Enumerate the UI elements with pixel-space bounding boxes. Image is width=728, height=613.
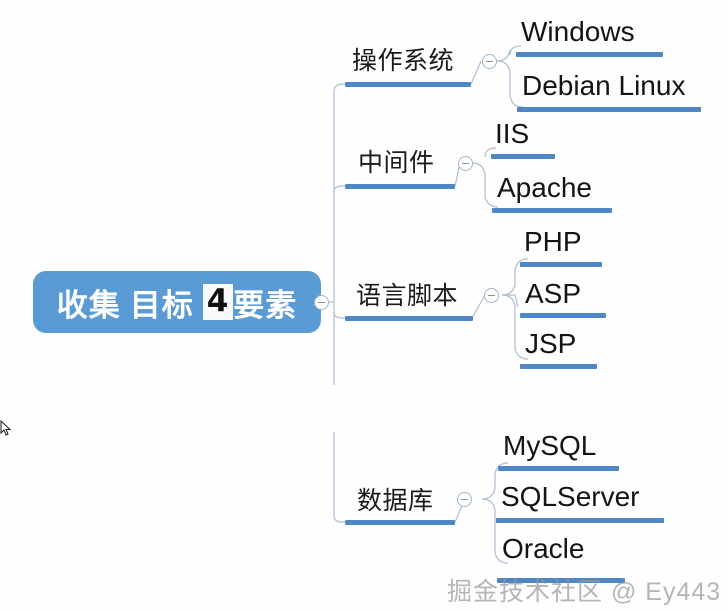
branch-collapse-toggle-middleware-icon[interactable] — [458, 156, 473, 171]
root-highlight-number: 4 — [202, 284, 234, 320]
branch-underline-language-script — [345, 316, 473, 321]
branch-underline-database — [345, 520, 455, 525]
leaf-underline-windows — [516, 52, 663, 57]
leaf-underline-php — [520, 262, 602, 267]
leaf-label-iis[interactable]: IIS — [495, 118, 530, 149]
leaf-underline-asp — [520, 313, 606, 318]
leaf-label-sqlserver[interactable]: SQLServer — [501, 481, 640, 512]
branch-label-database[interactable]: 数据库 — [357, 486, 434, 515]
branch-collapse-toggle-operating-system-icon[interactable] — [482, 54, 497, 69]
leaf-label-debian-linux[interactable]: Debian Linux — [522, 70, 686, 101]
leaf-underline-apache — [492, 208, 612, 213]
leaf-underline-jsp — [520, 364, 597, 369]
leaf-label-apache[interactable]: Apache — [497, 172, 592, 203]
leaf-label-mysql[interactable]: MySQL — [503, 430, 597, 461]
root-segment-1: 收集 — [56, 287, 121, 324]
root-node[interactable]: 收集 目标 4 要素 — [33, 271, 321, 333]
leaf-label-windows[interactable]: Windows — [521, 16, 635, 47]
root-collapse-toggle-icon[interactable] — [314, 295, 329, 310]
branch-underline-middleware — [345, 184, 455, 189]
root-segment-2: 目标 — [129, 287, 194, 324]
leaf-label-jsp[interactable]: JSP — [525, 328, 577, 359]
branch-underline-operating-system — [345, 82, 471, 87]
leaf-underline-oracle — [497, 578, 625, 583]
root-node-label: 收集 目标 4 要素 — [57, 280, 298, 325]
leaf-underline-sqlserver — [496, 518, 664, 523]
leaf-label-oracle[interactable]: Oracle — [502, 533, 585, 564]
branch-label-operating-system[interactable]: 操作系统 — [352, 46, 455, 75]
leaf-underline-mysql — [498, 466, 619, 471]
leaf-underline-iis — [491, 154, 555, 159]
watermark-text: 掘金技术社区 @ Ey443 — [447, 578, 722, 606]
leaf-label-asp[interactable]: ASP — [525, 278, 582, 309]
mouse-cursor-icon — [0, 420, 11, 436]
branch-label-language-script[interactable]: 语言脚本 — [356, 281, 459, 310]
leaf-label-php[interactable]: PHP — [524, 226, 582, 257]
branch-collapse-toggle-database-icon[interactable] — [457, 492, 472, 507]
leaf-underline-debian-linux — [517, 107, 701, 112]
root-segment-3: 要素 — [233, 287, 298, 324]
branch-label-middleware[interactable]: 中间件 — [358, 148, 435, 177]
branch-collapse-toggle-language-script-icon[interactable] — [484, 288, 499, 303]
